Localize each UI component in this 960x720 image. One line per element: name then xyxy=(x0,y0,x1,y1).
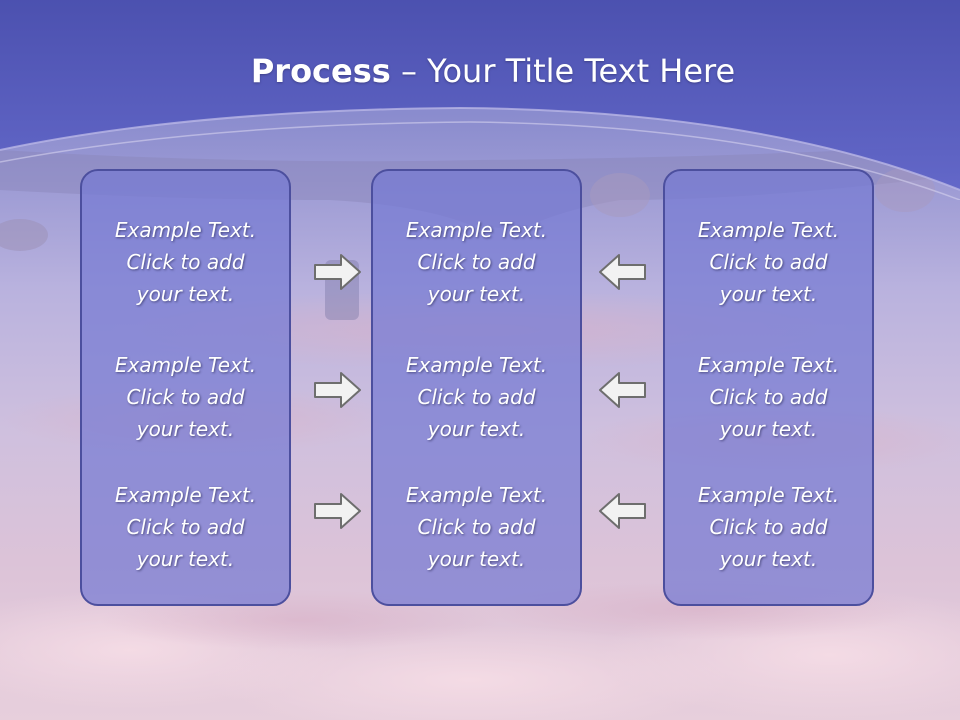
title-dash: – xyxy=(390,52,428,90)
text-block[interactable]: Example Text. Click to add your text. xyxy=(665,479,872,575)
text-line: Click to add xyxy=(126,250,245,274)
text-line: your text. xyxy=(719,417,818,441)
text-line: Example Text. xyxy=(697,483,840,507)
text-line: Click to add xyxy=(417,250,536,274)
text-block[interactable]: Example Text. Click to add your text. xyxy=(82,479,289,575)
text-block[interactable]: Example Text. Click to add your text. xyxy=(373,349,580,445)
text-block[interactable]: Example Text. Click to add your text. xyxy=(665,349,872,445)
left-arrow-icon xyxy=(599,493,646,529)
text-line: Click to add xyxy=(709,515,828,539)
text-block[interactable]: Example Text. Click to add your text. xyxy=(373,214,580,310)
text-line: Example Text. xyxy=(697,218,840,242)
text-block[interactable]: Example Text. Click to add your text. xyxy=(373,479,580,575)
header-arc xyxy=(0,0,960,200)
text-line: Click to add xyxy=(417,515,536,539)
right-panel[interactable]: Example Text. Click to add your text. Ex… xyxy=(663,169,874,606)
text-line: Click to add xyxy=(709,250,828,274)
text-block[interactable]: Example Text. Click to add your text. xyxy=(82,214,289,310)
left-arrow-icon xyxy=(599,372,646,408)
text-line: your text. xyxy=(136,547,235,571)
text-line: Example Text. xyxy=(697,353,840,377)
text-line: your text. xyxy=(427,547,526,571)
text-line: Example Text. xyxy=(405,353,548,377)
text-line: your text. xyxy=(136,417,235,441)
text-line: Example Text. xyxy=(114,218,257,242)
left-panel[interactable]: Example Text. Click to add your text. Ex… xyxy=(80,169,291,606)
text-line: Example Text. xyxy=(405,218,548,242)
text-line: your text. xyxy=(719,547,818,571)
text-line: your text. xyxy=(427,282,526,306)
text-line: Click to add xyxy=(417,385,536,409)
text-line: your text. xyxy=(719,282,818,306)
text-block[interactable]: Example Text. Click to add your text. xyxy=(665,214,872,310)
text-line: Click to add xyxy=(126,515,245,539)
text-line: Example Text. xyxy=(114,353,257,377)
title-rest-text: Your Title Text Here xyxy=(427,52,736,90)
title-bold-text: Process xyxy=(250,52,391,90)
text-line: Click to add xyxy=(709,385,828,409)
text-line: Example Text. xyxy=(114,483,257,507)
right-arrow-icon xyxy=(314,372,361,408)
middle-panel[interactable]: Example Text. Click to add your text. Ex… xyxy=(371,169,582,606)
text-block[interactable]: Example Text. Click to add your text. xyxy=(82,349,289,445)
text-line: your text. xyxy=(136,282,235,306)
left-arrow-icon xyxy=(599,254,646,290)
text-line: your text. xyxy=(427,417,526,441)
right-arrow-icon xyxy=(314,493,361,529)
right-arrow-icon xyxy=(314,254,361,290)
text-line: Click to add xyxy=(126,385,245,409)
slide-title[interactable]: Process – Your Title Text Here xyxy=(0,52,960,90)
text-line: Example Text. xyxy=(405,483,548,507)
